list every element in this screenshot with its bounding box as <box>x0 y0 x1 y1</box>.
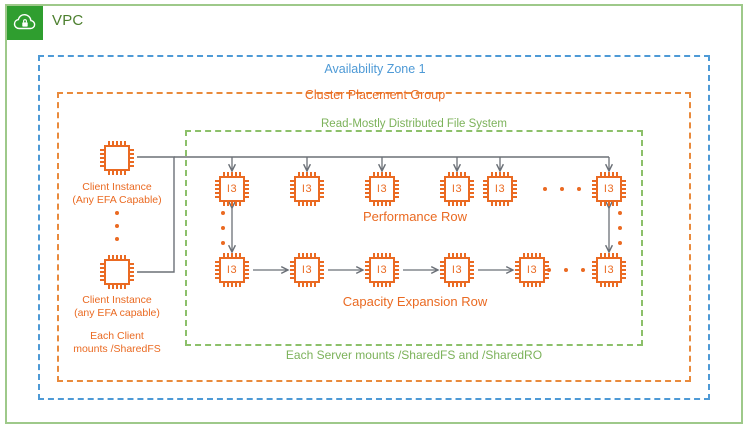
capacity-row-node[interactable]: I3 <box>589 252 629 288</box>
capacity-row-node[interactable]: I3 <box>437 252 477 288</box>
capacity-row-node[interactable]: I3 <box>212 252 252 288</box>
client-ellipsis-dot <box>115 237 119 241</box>
performance-row-node[interactable]: I3 <box>589 171 629 207</box>
inter-row-dot <box>618 211 622 215</box>
availability-zone-boundary <box>38 55 710 400</box>
inter-row-dot <box>221 226 225 230</box>
performance-row-node[interactable]: I3 <box>437 171 477 207</box>
client-ellipsis-dot <box>115 211 119 215</box>
capacity-row-ellipsis-dot <box>564 268 568 272</box>
performance-row-node[interactable]: I3 <box>287 171 327 207</box>
availability-zone-label: Availability Zone 1 <box>324 62 426 76</box>
performance-row-node[interactable]: I3 <box>212 171 252 207</box>
performance-row-node[interactable]: I3 <box>480 171 520 207</box>
cluster-placement-group-label: Cluster Placement Group <box>304 88 446 102</box>
inter-row-dot <box>618 241 622 245</box>
cluster-placement-group-boundary <box>57 92 691 382</box>
vpc-title: VPC <box>52 12 84 29</box>
performance-row-ellipsis-dot <box>560 187 564 191</box>
client-bottom-line2: (any EFA capable) <box>74 307 160 319</box>
client-top-line1: Client Instance <box>82 181 152 193</box>
client-mounts-line1: Each Client <box>90 330 144 342</box>
client-top-line2: (Any EFA Capable) <box>72 194 162 206</box>
client-mounts-line2: mounts /SharedFS <box>73 343 161 355</box>
capacity-row-node[interactable]: I3 <box>287 252 327 288</box>
client-instance-bottom-caption: Client Instance (any EFA capable) <box>47 294 187 320</box>
capacity-row-ellipsis-dot <box>581 268 585 272</box>
capacity-expansion-row-label: Capacity Expansion Row <box>342 294 488 309</box>
inter-row-dot <box>221 241 225 245</box>
capacity-row-node[interactable]: I3 <box>512 252 552 288</box>
capacity-row-ellipsis-dot <box>547 268 551 272</box>
performance-row-label: Performance Row <box>362 209 468 224</box>
distributed-file-system-label: Read-Mostly Distributed File System <box>321 118 507 130</box>
client-bottom-line1: Client Instance <box>82 294 152 306</box>
client-mounts-caption: Each Client mounts /SharedFS <box>47 330 187 356</box>
performance-row-ellipsis-dot <box>577 187 581 191</box>
performance-row-node[interactable]: I3 <box>362 171 402 207</box>
client-instance-top[interactable] <box>97 140 137 176</box>
distributed-file-system-boundary <box>185 130 643 346</box>
inter-row-dot <box>221 211 225 215</box>
cloud-lock-icon <box>7 6 43 40</box>
capacity-row-node[interactable]: I3 <box>362 252 402 288</box>
client-instance-bottom[interactable] <box>97 254 137 290</box>
server-mounts-caption: Each Server mounts /SharedFS and /Shared… <box>285 348 543 362</box>
client-instance-top-caption: Client Instance (Any EFA Capable) <box>47 181 187 207</box>
performance-row-ellipsis-dot <box>543 187 547 191</box>
inter-row-dot <box>618 226 622 230</box>
client-ellipsis-dot <box>115 224 119 228</box>
